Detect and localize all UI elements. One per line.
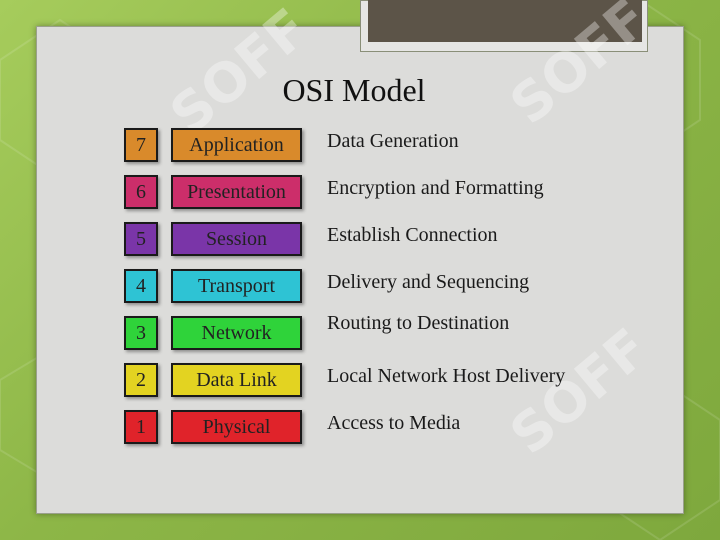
layer-name-box: Presentation (171, 175, 302, 209)
layer-description: Delivery and Sequencing (327, 271, 530, 293)
layer-description: Access to Media (327, 412, 461, 434)
layer-number-box: 6 (124, 175, 158, 209)
layer-description: Data Generation (327, 130, 459, 152)
layer-name-box: Network (171, 316, 302, 350)
osi-layer-row: 5 Session Establish Connection (0, 222, 720, 256)
layer-description: Encryption and Formatting (327, 177, 544, 199)
layer-number-box: 1 (124, 410, 158, 444)
layer-description: Local Network Host Delivery (327, 365, 566, 387)
layer-number-box: 7 (124, 128, 158, 162)
layer-number-box: 4 (124, 269, 158, 303)
osi-layer-row: 2 Data Link Local Network Host Delivery (0, 363, 720, 397)
layer-name-box: Session (171, 222, 302, 256)
osi-layer-row: 6 Presentation Encryption and Formatting (0, 175, 720, 209)
osi-layer-row: 4 Transport Delivery and Sequencing (0, 269, 720, 303)
top-decoration-bar (368, 0, 642, 42)
layer-number-box: 3 (124, 316, 158, 350)
layer-description: Establish Connection (327, 224, 498, 246)
layer-number-box: 2 (124, 363, 158, 397)
layer-name-box: Transport (171, 269, 302, 303)
layer-name-box: Application (171, 128, 302, 162)
layer-name-box: Data Link (171, 363, 302, 397)
layer-description: Routing to Destination (327, 312, 510, 334)
osi-layer-row: 3 Network Routing to Destination (0, 312, 720, 350)
layer-name-box: Physical (171, 410, 302, 444)
osi-layer-row: 7 Application Data Generation (0, 128, 720, 162)
osi-layer-row: 1 Physical Access to Media (0, 410, 720, 444)
layer-number-box: 5 (124, 222, 158, 256)
page-title: OSI Model (282, 72, 426, 108)
